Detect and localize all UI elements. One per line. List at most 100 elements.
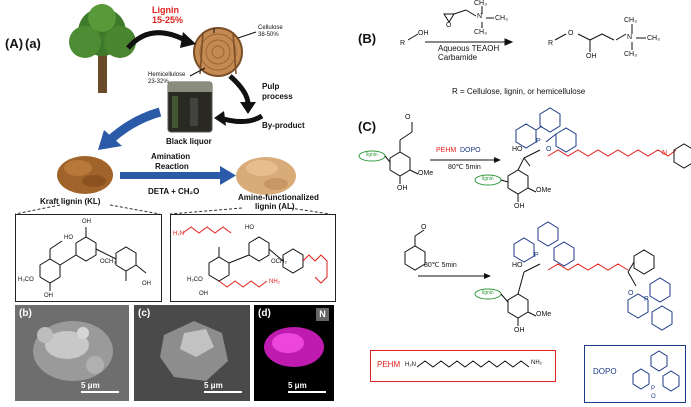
c-p2-o2: O — [628, 290, 634, 297]
c-step1-dopo: DOPO — [460, 147, 481, 154]
b-product-ch3-right: CH₃ — [647, 35, 660, 42]
scale-bar-d: 5 μm — [288, 381, 326, 393]
c-step2-conditions: 80℃ 5min — [424, 262, 457, 269]
eds-map-d: (d) N 5 μm — [254, 305, 334, 401]
amination-label-2: Reaction — [155, 162, 189, 171]
kraft-oh-label-3: OH — [142, 281, 151, 287]
black-liquor-label: Black liquor — [166, 137, 212, 146]
panel-label-B: (B) — [358, 31, 377, 46]
amine-nh2-label: NH₂ — [269, 279, 280, 285]
kraft-lignin-structure-box: OH H₃CO OCH₃ HO OH OH — [15, 214, 162, 302]
dopo-o: O — [651, 394, 656, 400]
b-product-oh: OH — [586, 53, 597, 60]
amine-ho-label: HO — [245, 225, 254, 231]
kraft-h3co-label: H₃CO — [18, 277, 34, 283]
b-reagent-teaoh: Aqueous TEAOH — [438, 44, 500, 53]
kraft-lignin-label: Kraft lignin (KL) — [40, 197, 101, 206]
kraft-lignin-structure — [39, 227, 147, 291]
cellulose-percent: 38-50% — [258, 32, 279, 38]
lignin-label: Lignin — [152, 5, 179, 15]
amine-och3-label: OCH₃ — [271, 259, 287, 265]
scale-bar-c: 5 μm — [204, 381, 242, 393]
b-product-r: R — [548, 40, 554, 47]
cellulose-label: Cellulose — [258, 25, 283, 31]
scale-bar-b: 5 μm — [81, 381, 119, 393]
b-product-ch3-bottom: CH₃ — [624, 51, 637, 58]
kraft-oh-label: OH — [44, 293, 53, 299]
b-reagent-ch3-right: CH₃ — [495, 15, 508, 22]
c-benzaldehyde-o: O — [421, 224, 427, 231]
dopo-p: P — [651, 386, 656, 392]
amine-lignin-structure-box: H₂N NH₂ OCH₃ H₃CO OH HO — [170, 214, 336, 302]
b-product-n: N — [627, 34, 633, 41]
hemicellulose-label: Hemicellulose — [148, 72, 186, 78]
element-badge-n: N — [316, 308, 329, 321]
b-reagent-n: N — [477, 13, 483, 20]
amine-lignin-label-2: lignin (AL) — [255, 202, 295, 211]
byproduct-label: By-product — [262, 121, 305, 130]
micrograph-label-c: (c) — [138, 308, 151, 319]
hemicellulose-percent: 23-32% — [148, 79, 169, 85]
b-product-ch3-top: CH₃ — [624, 17, 637, 24]
b-product-o: O — [568, 30, 574, 37]
c-aldehyde-o: O — [405, 114, 411, 121]
sem-image-b: (b) 5 μm — [15, 305, 129, 401]
panel-label-a: (a) — [25, 36, 41, 51]
c-p1-ho: HO — [512, 146, 523, 153]
c-p1-p: P — [536, 138, 541, 145]
pehm-nh2: NH₂ — [531, 360, 542, 366]
dopo-label: DOPO — [593, 367, 617, 376]
panel-label-A: (A) — [5, 36, 24, 51]
amine-lignin-powder — [236, 157, 296, 195]
kraft-oh-label-2: OH — [82, 219, 91, 225]
amination-label-1: Amination — [151, 152, 191, 161]
c-p1-n: N — [662, 150, 668, 157]
c-p2-ho: HO — [512, 262, 523, 269]
c-p1-ome: OMe — [536, 187, 552, 194]
sem-image-c: (c) 5 μm — [134, 305, 250, 401]
pehm-h2n: H₂N — [405, 362, 416, 368]
amine-lignin-structure — [182, 226, 328, 288]
c-p2-oh: OH — [514, 327, 525, 334]
pehm-legend-box: PEHM H₂N NH₂ — [370, 350, 556, 382]
micrograph-label-d: (d) — [258, 308, 271, 319]
wood-slice-illustration — [193, 27, 243, 77]
amine-lignin-label-1: Amine-functionalized — [238, 193, 319, 202]
c-start-oh: OH — [397, 185, 408, 192]
dopo-legend-box: DOPO P O — [584, 345, 686, 403]
reagents-label: DETA + CH₂O — [148, 187, 200, 196]
b-reagent-ch3-bottom: CH₃ — [474, 29, 487, 36]
c-start-ome: OMe — [418, 170, 434, 177]
c-p2-p2: P — [644, 296, 649, 303]
pulp-label-1: Pulp — [262, 82, 280, 91]
panel-label-C: (C) — [358, 119, 377, 134]
amine-oh-label: OH — [199, 291, 208, 297]
kraft-och3-label: OCH₃ — [100, 259, 116, 265]
pulp-label-2: process — [262, 92, 293, 101]
b-epoxide-o: O — [446, 22, 452, 29]
lignin-percent: 15-25% — [152, 15, 184, 25]
c-lignin-tag-1: lignin — [366, 152, 378, 158]
b-reactant-oh: OH — [418, 30, 429, 37]
b-reagent-ch3-top: CH₃ — [474, 0, 487, 7]
c-p1-oh: OH — [514, 203, 525, 210]
c-p1-o: O — [546, 146, 552, 153]
b-r-definition: R = Cellulose, lignin, or hemicellulose — [452, 87, 586, 96]
micrograph-label-b: (b) — [19, 308, 32, 319]
kraft-ho-label: HO — [64, 235, 73, 241]
pehm-label: PEHM — [377, 360, 401, 369]
c-lignin-tag-3: lignin — [482, 290, 494, 296]
b-reactant-r: R — [400, 40, 406, 47]
tree-illustration — [69, 4, 136, 93]
amine-h2n-label: H₂N — [173, 231, 184, 237]
black-liquor-container — [167, 81, 213, 133]
kraft-lignin-powder — [57, 156, 113, 194]
c-step1-conditions: 80℃ 5min — [448, 164, 481, 171]
c-step1-pehm: PEHM — [436, 147, 457, 154]
c-p2-p: P — [534, 252, 539, 259]
amine-h3co-label: H₃CO — [187, 277, 203, 283]
b-reagent-carbamide: Carbamide — [438, 53, 478, 62]
